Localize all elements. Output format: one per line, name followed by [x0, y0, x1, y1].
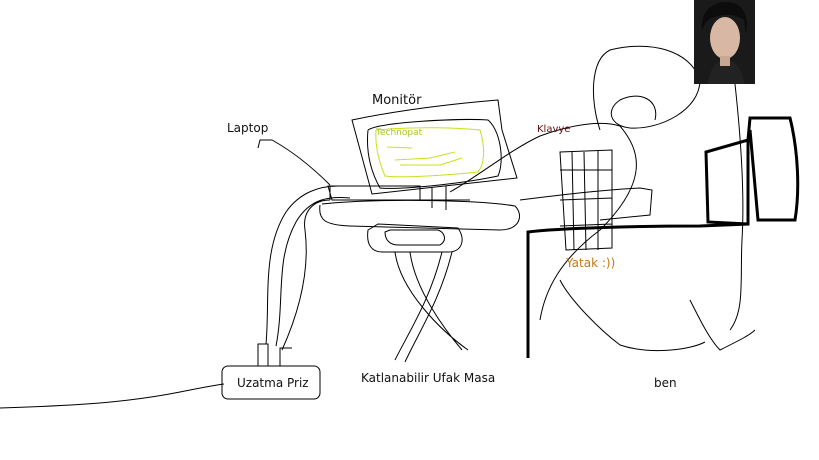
power-cable — [0, 383, 225, 409]
desk-surface — [319, 199, 520, 231]
power-strip-shape — [221, 365, 321, 400]
monitor-stand — [420, 186, 470, 210]
keyboard-label: Klavye — [537, 124, 571, 135]
power-strip-label: Uzatma Priz — [237, 376, 309, 390]
scribble-cable — [519, 45, 756, 352]
plug-shape — [257, 343, 292, 366]
laptop-label: Laptop — [227, 121, 269, 135]
monitor-cable — [449, 122, 621, 193]
profile-photo — [694, 0, 755, 84]
screen-scribble — [375, 127, 485, 178]
person-portrait-icon — [694, 0, 755, 84]
bed-frame — [526, 116, 800, 358]
laptop-pointer — [257, 139, 331, 186]
me-label: ben — [654, 376, 677, 390]
monitor-label: Monitör — [372, 93, 422, 108]
bed-label: Yatak :)) — [566, 256, 616, 270]
keyboard-shape — [559, 149, 613, 251]
monitor-screen — [367, 118, 502, 189]
table-label: Katlanabilir Ufak Masa — [361, 371, 496, 385]
monitor-brand-label: Technopat — [376, 128, 423, 138]
laptop-cable — [265, 185, 351, 351]
table-legs — [367, 223, 469, 363]
monitor-frame — [351, 99, 518, 195]
